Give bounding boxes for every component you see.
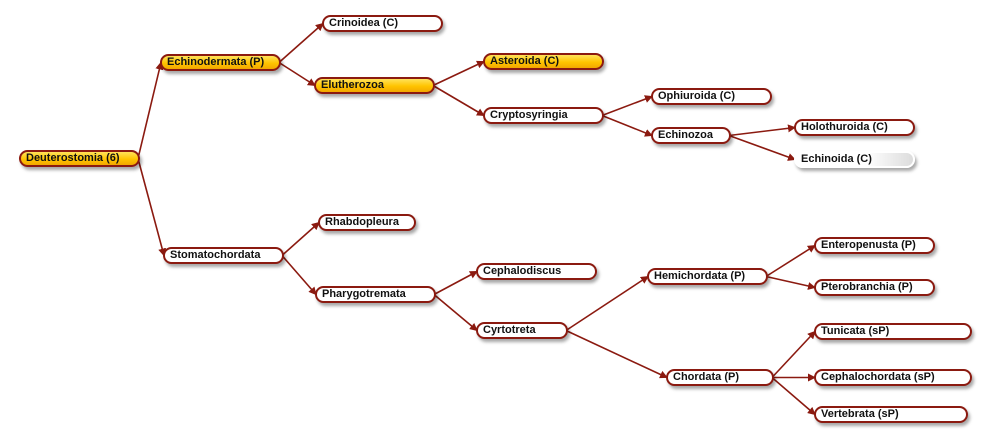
edge-cyrtotreta-to-chordata: [565, 329, 668, 379]
edge-elutherozoa-to-asteroida: [432, 60, 485, 87]
edge-echinodermata-to-crinoidea: [278, 22, 324, 64]
edge-stomatochordata-to-rhabdopleura: [281, 221, 320, 257]
edge-echinodermata-to-elutherozoa: [278, 61, 316, 87]
edge-deuterostomia-to-stomatochordata: [137, 158, 167, 257]
node-tunicata[interactable]: Tunicata (sP): [814, 323, 972, 340]
node-pharygotremata[interactable]: Pharygotremata: [315, 286, 436, 303]
edge-chordata-to-vertebrata: [771, 376, 816, 416]
edge-stomatochordata-to-pharygotremata: [281, 254, 317, 296]
edge-pharygotremata-to-cyrtotreta: [433, 293, 478, 332]
node-echinozoa[interactable]: Echinozoa: [651, 127, 731, 144]
node-chordata[interactable]: Chordata (P): [666, 369, 774, 386]
node-stomatochordata[interactable]: Stomatochordata: [163, 247, 284, 264]
node-enteropenusta[interactable]: Enteropenusta (P): [814, 237, 935, 254]
edge-chordata-to-tunicata: [771, 330, 816, 379]
node-cryptosyringia[interactable]: Cryptosyringia: [483, 107, 604, 124]
node-echinodermata[interactable]: Echinodermata (P): [160, 54, 281, 71]
node-vertebrata[interactable]: Vertebrata (sP): [814, 406, 968, 423]
node-rhabdopleura[interactable]: Rhabdopleura: [318, 214, 416, 231]
node-cyrtotreta[interactable]: Cyrtotreta: [476, 322, 568, 339]
node-cephalodiscus[interactable]: Cephalodiscus: [476, 263, 597, 280]
edge-echinozoa-to-holothuroida: [728, 124, 796, 137]
node-deuterostomia[interactable]: Deuterostomia (6): [19, 150, 140, 167]
edge-echinozoa-to-echinoida: [728, 134, 796, 161]
edge-deuterostomia-to-echinodermata: [137, 61, 164, 159]
node-elutherozoa[interactable]: Elutherozoa: [314, 77, 435, 94]
node-echinoida[interactable]: Echinoida (C): [794, 151, 915, 168]
node-pterobranchia[interactable]: Pterobranchia (P): [814, 279, 935, 296]
edge-cryptosyringia-to-ophiuroida: [601, 95, 653, 117]
node-hemichordata[interactable]: Hemichordata (P): [647, 268, 768, 285]
node-holothuroida[interactable]: Holothuroida (C): [794, 119, 915, 136]
edge-pharygotremata-to-cephalodiscus: [433, 270, 478, 296]
edge-hemichordata-to-pterobranchia: [765, 275, 816, 290]
edge-cryptosyringia-to-echinozoa: [601, 114, 653, 137]
node-asteroida[interactable]: Asteroida (C): [483, 53, 604, 70]
node-cephalochordata[interactable]: Cephalochordata (sP): [814, 369, 972, 386]
edge-hemichordata-to-enteropenusta: [765, 244, 816, 278]
edge-elutherozoa-to-cryptosyringia: [432, 84, 485, 117]
edge-cyrtotreta-to-hemichordata: [565, 275, 649, 332]
node-ophiuroida[interactable]: Ophiuroida (C): [651, 88, 772, 105]
node-crinoidea[interactable]: Crinoidea (C): [322, 15, 443, 32]
